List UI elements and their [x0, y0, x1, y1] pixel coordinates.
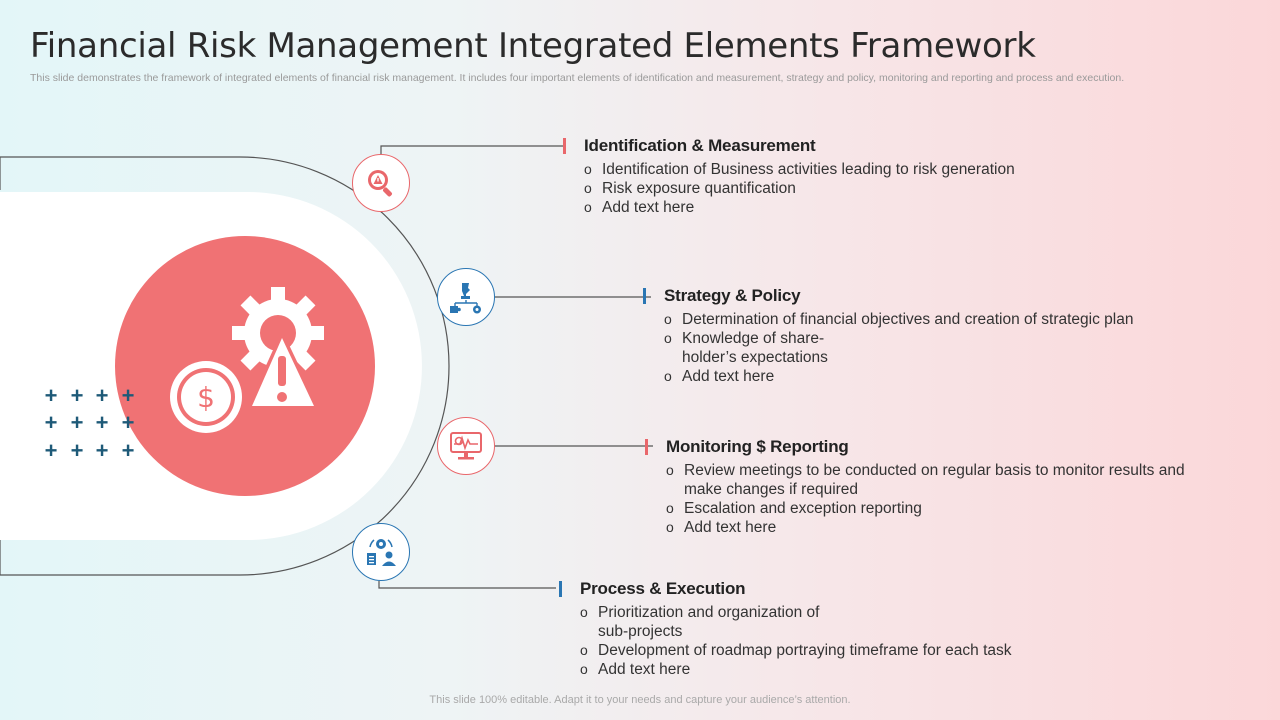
accent-bar	[563, 138, 566, 154]
plus-icon: +	[44, 383, 58, 408]
element-heading: Strategy & Policy	[664, 286, 801, 305]
plus-icon: +	[121, 438, 135, 463]
list-item: Add text here	[574, 198, 1094, 217]
plus-icon: +	[95, 438, 109, 463]
list-item: Add text here	[656, 518, 1216, 537]
element-items: Determination of financial objectives an…	[654, 310, 1194, 386]
element-identification: Identification & Measurement Identificat…	[563, 136, 1094, 217]
magnifier-warning-icon	[368, 170, 392, 197]
list-item: Review meetings to be conducted on regul…	[656, 461, 1216, 499]
accent-bar	[645, 439, 648, 455]
list-item: Add text here	[570, 660, 1090, 679]
node-monitoring	[437, 417, 495, 475]
element-items: Review meetings to be conducted on regul…	[656, 461, 1216, 537]
connector-4	[378, 581, 556, 589]
element-items: Prioritization and organization of sub-p…	[570, 603, 1090, 679]
element-process: Process & Execution Prioritization and o…	[559, 579, 1090, 679]
slide-subtitle: This slide demonstrates the framework of…	[30, 72, 1125, 84]
element-heading: Process & Execution	[580, 579, 746, 598]
plus-icon: +	[44, 438, 58, 463]
plus-icon: +	[70, 383, 84, 408]
list-item: Determination of financial objectives an…	[654, 310, 1194, 329]
plus-icon: +	[70, 410, 84, 435]
accent-bar	[643, 288, 646, 304]
node-strategy	[437, 268, 495, 326]
monitor-pulse-icon	[450, 432, 482, 460]
process-team-icon	[367, 539, 396, 566]
element-heading: Monitoring $ Reporting	[666, 437, 849, 456]
list-item: Prioritization and organization of sub-p…	[570, 603, 1090, 641]
element-monitoring: Monitoring $ Reporting Review meetings t…	[645, 437, 1216, 537]
plus-icon: +	[95, 410, 109, 435]
plus-icon: +	[95, 383, 109, 408]
element-strategy: Strategy & Policy Determination of finan…	[643, 286, 1194, 386]
element-heading: Identification & Measurement	[584, 136, 816, 155]
outer-arc	[0, 156, 450, 576]
slide-footer: This slide 100% editable. Adapt it to yo…	[429, 694, 851, 706]
node-identification	[352, 154, 410, 212]
list-item: Risk exposure quantification	[574, 179, 1094, 198]
plus-icon: +	[121, 383, 135, 408]
accent-bar	[559, 581, 562, 597]
node-process	[352, 523, 410, 581]
element-items: Identification of Business activities le…	[574, 160, 1094, 217]
plus-icon: +	[44, 410, 58, 435]
svg-text:$: $	[197, 381, 215, 414]
list-item: Knowledge of share- holder’s expectation…	[654, 329, 1194, 367]
chess-strategy-icon	[450, 283, 481, 314]
plus-icon: +	[70, 438, 84, 463]
list-item: Identification of Business activities le…	[574, 160, 1094, 179]
list-item: Add text here	[654, 367, 1194, 386]
main-circle	[115, 236, 375, 496]
slide-title: Financial Risk Management Integrated Ele…	[30, 26, 1036, 66]
list-item: Development of roadmap portraying timefr…	[570, 641, 1090, 660]
plus-icon: +	[121, 410, 135, 435]
list-item: Escalation and exception reporting	[656, 499, 1216, 518]
